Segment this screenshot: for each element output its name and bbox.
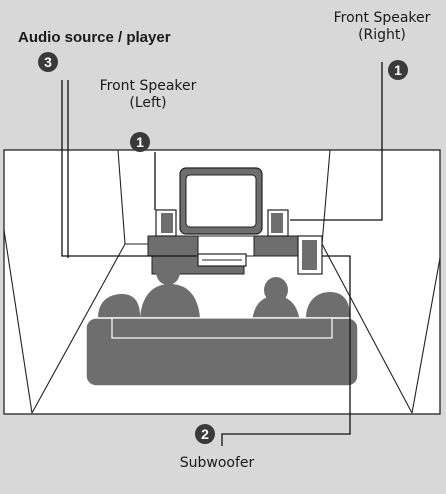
speaker-icon [155,209,177,237]
tv-icon [179,167,263,235]
badge-audio-source: 3 [38,52,58,72]
audio-source-callout [61,80,196,257]
audio-source-label: Audio source / player [18,29,171,46]
badge-front-right: 1 [388,60,408,80]
person-icon [140,259,200,318]
armchair-icon [98,292,350,322]
svg-text:3: 3 [44,54,52,70]
front-right-label-line2: (Right) [358,27,406,43]
subwoofer-icon [297,235,323,275]
subwoofer-callout [221,255,351,446]
front-right-callout [290,62,383,221]
front-left-label-line1: Front Speaker [99,78,197,94]
person-icon [252,277,300,322]
speaker-icon [267,209,289,237]
player-icon [197,253,247,267]
front-left-label-line2: (Left) [129,95,167,111]
front-left-label: Front Speaker (Left) [92,78,204,112]
svg-text:1: 1 [136,134,144,150]
badge-front-left: 1 [130,132,150,152]
sofa-icon [85,317,359,387]
front-right-label-line1: Front Speaker [333,10,431,26]
badge-subwoofer: 2 [195,424,215,444]
svg-text:1: 1 [394,62,402,78]
callout-lines [61,62,383,446]
subwoofer-label: Subwoofer [179,455,255,471]
front-right-label: Front Speaker (Right) [326,10,438,44]
svg-text:2: 2 [201,426,209,442]
